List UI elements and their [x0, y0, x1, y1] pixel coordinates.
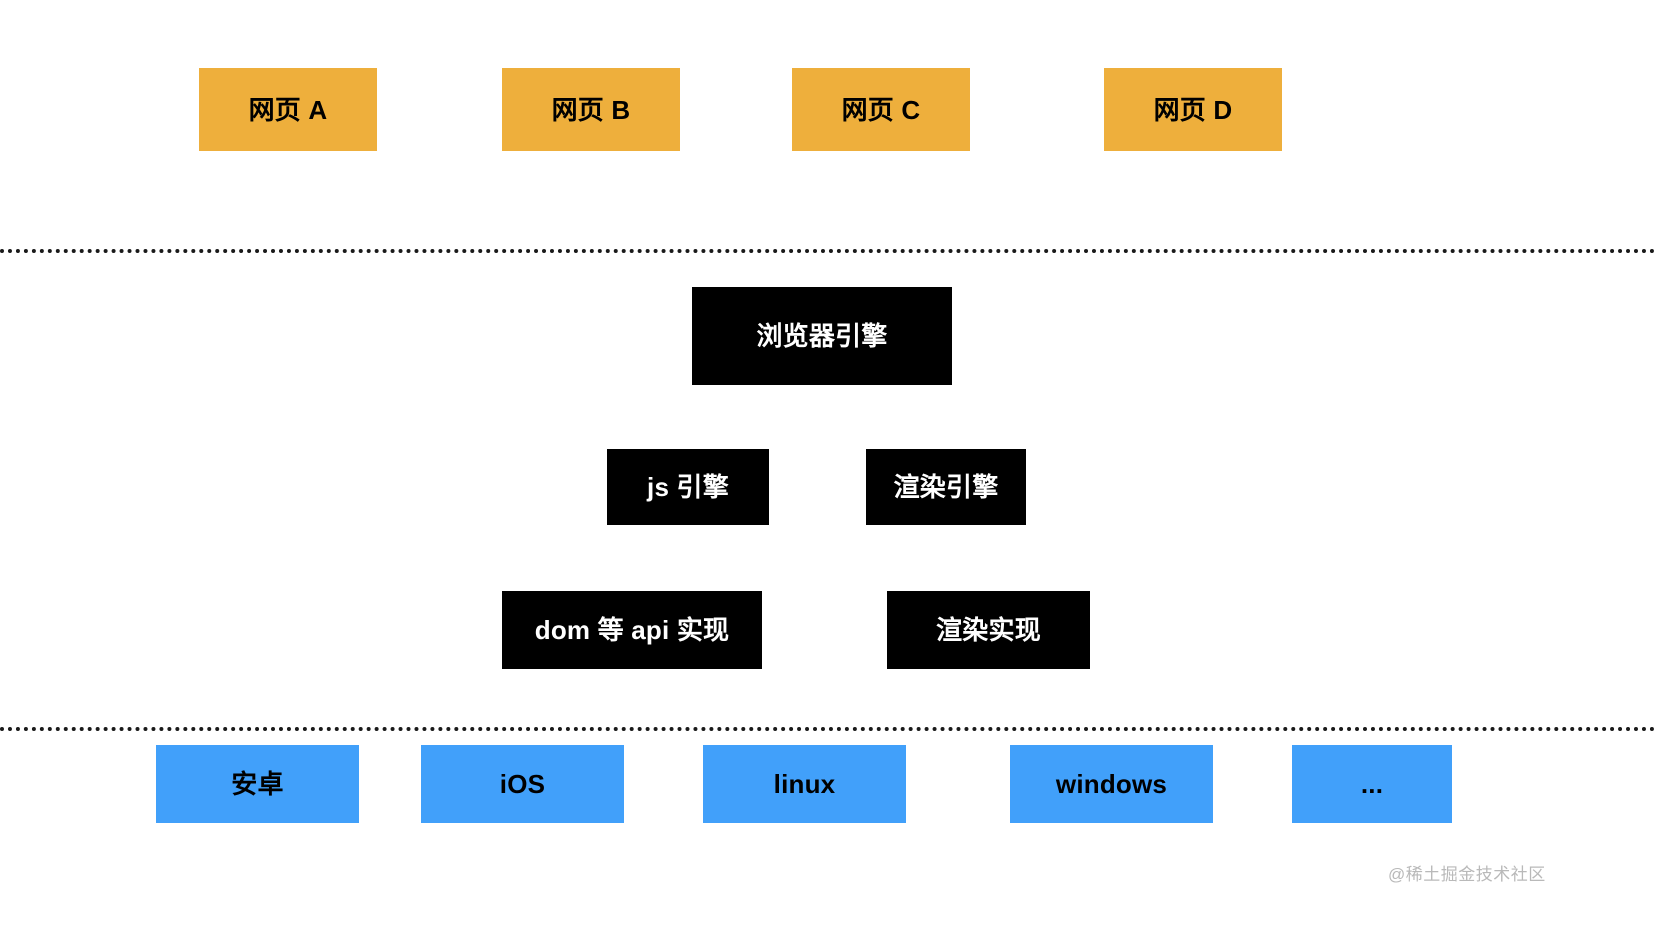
render-engine-node: 渲染引擎 [866, 449, 1026, 525]
render-impl-node: 渲染实现 [887, 591, 1090, 669]
divider-bottom [0, 727, 1656, 731]
os-node-windows: windows [1010, 745, 1213, 823]
watermark: @稀土掘金技术社区 [1388, 865, 1546, 884]
dom-api-impl-node: dom 等 api 实现 [502, 591, 762, 669]
os-node-ios: iOS [421, 745, 624, 823]
js-engine-node: js 引擎 [607, 449, 769, 525]
os-node-linux: linux [703, 745, 906, 823]
browser-engine-node: 浏览器引擎 [692, 287, 952, 385]
web-page-node-c: 网页 C [792, 68, 970, 151]
os-node-more: ... [1292, 745, 1452, 823]
web-page-node-b: 网页 B [502, 68, 680, 151]
web-page-node-d: 网页 D [1104, 68, 1282, 151]
os-node-android: 安卓 [156, 745, 359, 823]
divider-top [0, 249, 1656, 253]
web-page-node-a: 网页 A [199, 68, 377, 151]
